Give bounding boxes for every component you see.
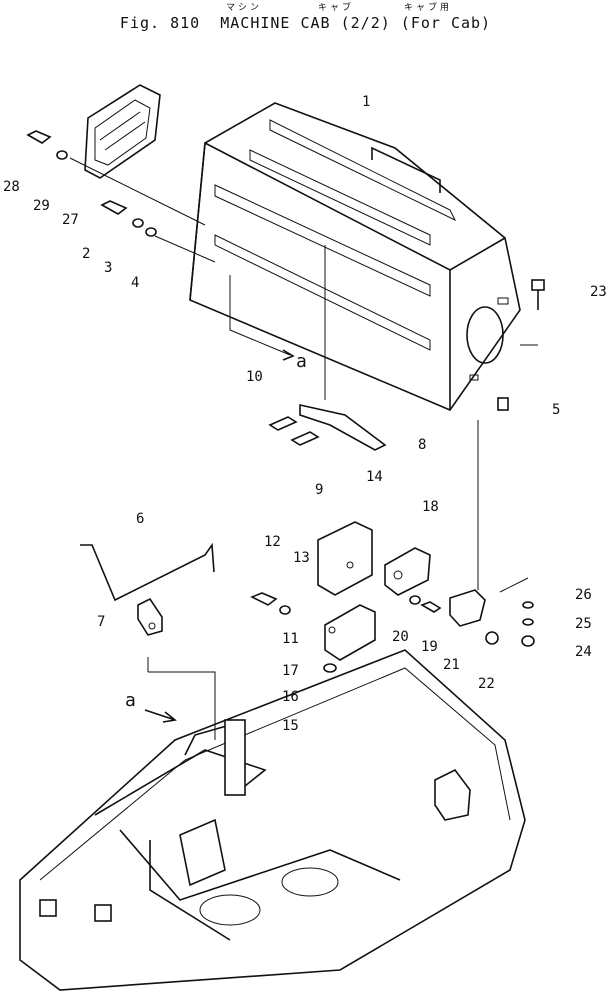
label-part-26: 26 [575, 587, 592, 603]
label-part-18: 18 [422, 499, 439, 515]
label-part-28: 28 [3, 179, 20, 195]
figure-title: Fig. 810 MACHINE CAB (2/2) (For Cab) [0, 14, 611, 32]
lever-8 [268, 245, 387, 451]
label-part-17: 17 [282, 663, 299, 679]
label-part-19: 19 [421, 639, 438, 655]
view-marker-a-top: a [296, 351, 307, 372]
label-part-13: 13 [293, 550, 310, 566]
label-part-5: 5 [552, 402, 561, 418]
label-part-20: 20 [392, 629, 409, 645]
label-part-7: 7 [97, 614, 106, 630]
kana-cab: キャブ [318, 3, 355, 13]
label-part-25: 25 [575, 616, 592, 632]
view-marker-a-bottom: a [125, 690, 136, 711]
label-part-15: 15 [282, 718, 299, 734]
label-part-4: 4 [131, 275, 140, 291]
label-part-6: 6 [136, 511, 145, 527]
label-part-8: 8 [418, 437, 427, 453]
bolt-23 [520, 279, 545, 346]
label-part-14: 14 [366, 469, 383, 485]
figure-qualifier: (For Cab) [400, 14, 492, 32]
label-part-27: 27 [62, 212, 79, 228]
floor-frame [19, 649, 526, 991]
nut-5 [497, 397, 509, 411]
bracket-18 [384, 547, 431, 596]
label-part-12: 12 [264, 534, 281, 550]
label-part-24: 24 [575, 644, 592, 660]
label-part-22: 22 [478, 676, 495, 692]
bolts-left [26, 130, 295, 361]
label-part-21: 21 [443, 657, 460, 673]
cab-cover [189, 102, 521, 411]
figure-number: Fig. 810 [119, 14, 201, 32]
label-part-29: 29 [33, 198, 50, 214]
bracket-14 [317, 521, 373, 596]
latch-21 [449, 420, 499, 645]
bracket-11 [324, 604, 376, 661]
label-part-1: 1 [362, 94, 371, 110]
kana-machine: マシン [226, 3, 263, 13]
label-part-9: 9 [315, 482, 324, 498]
label-part-11: 11 [282, 631, 299, 647]
rod-6 [80, 542, 215, 636]
filter-plate [84, 84, 161, 179]
label-part-23: 23 [590, 284, 607, 300]
label-part-3: 3 [104, 260, 113, 276]
figure-name: MACHINE CAB [220, 14, 331, 32]
label-part-10: 10 [246, 369, 263, 385]
label-part-16: 16 [282, 689, 299, 705]
kana-for-cab: キャブ用 [404, 3, 453, 13]
label-part-2: 2 [82, 246, 91, 262]
figure-fraction: (2/2) [340, 14, 391, 32]
